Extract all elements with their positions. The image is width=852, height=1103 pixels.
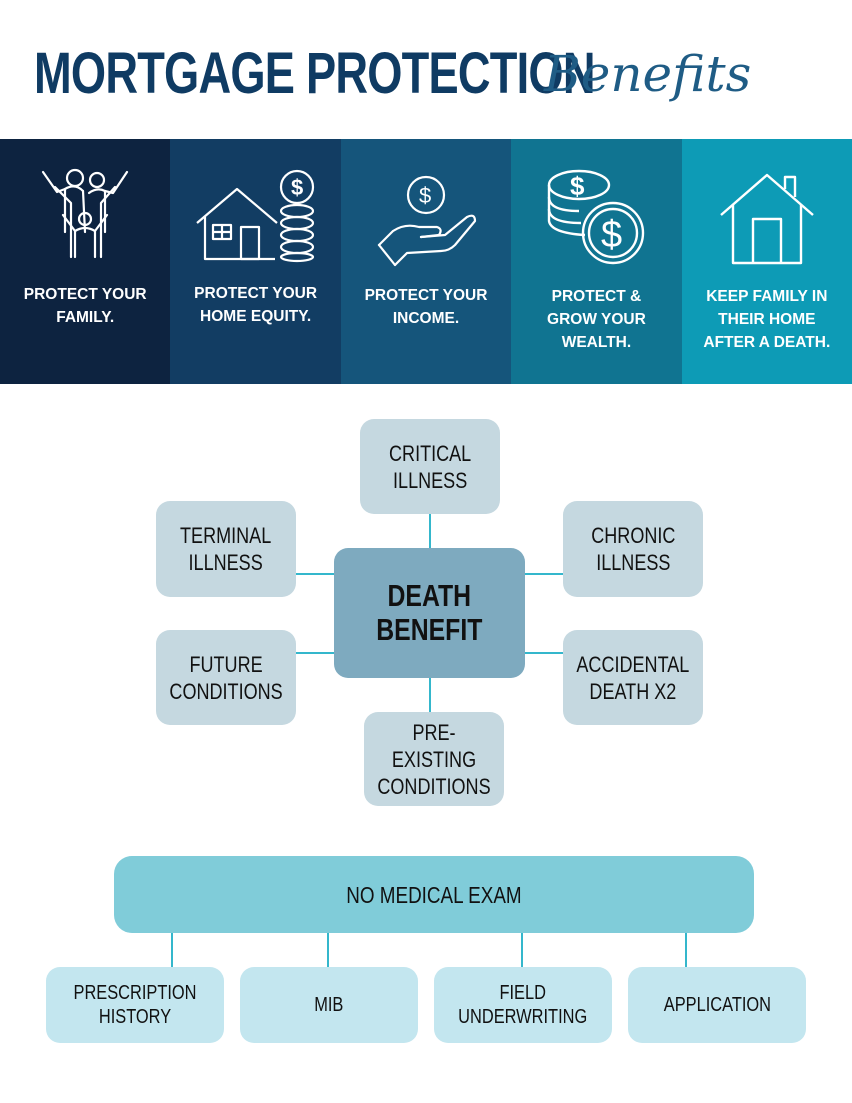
connector-prescription [171, 933, 173, 967]
node-future-label: FUTURE CONDITIONS [169, 651, 283, 704]
connector-field [521, 933, 523, 967]
benefit-label-home: KEEP FAMILY IN THEIR HOME AFTER A DEATH. [703, 288, 831, 351]
connector-application [685, 933, 687, 967]
benefit-label-wealth: PROTECT & GROW YOUR WEALTH. [547, 288, 646, 351]
exam-item-prescription: PRESCRIPTION HISTORY [46, 967, 224, 1043]
coins-icon: $ $ [548, 169, 645, 265]
node-preexisting-conditions: PRE-EXISTING CONDITIONS [364, 712, 504, 806]
hub-death-benefit: DEATH BENEFIT [334, 548, 525, 678]
svg-text:$: $ [291, 175, 303, 200]
exam-item-label: FIELD UNDERWRITING [458, 982, 588, 1028]
node-critical-illness: CRITICAL ILLNESS [360, 419, 500, 514]
exam-item-field-underwriting: FIELD UNDERWRITING [434, 967, 612, 1043]
node-terminal-label: TERMINAL ILLNESS [180, 523, 272, 575]
connector-accidental [525, 652, 563, 654]
exam-item-application: APPLICATION [628, 967, 806, 1043]
title-text: MORTGAGE PROTECTION [34, 41, 596, 106]
benefit-panel-wealth: $ $ PROTECT & GROW YOUR WEALTH. [511, 139, 682, 384]
exam-item-label: MIB [314, 994, 344, 1016]
no-exam-bar: NO MEDICAL EXAM [114, 856, 754, 933]
exam-item-label: PRESCRIPTION HISTORY [73, 982, 197, 1028]
node-future-conditions: FUTURE CONDITIONS [156, 630, 296, 725]
house-icon [720, 173, 814, 265]
connector-chronic [525, 573, 563, 575]
benefit-label-equity: PROTECT YOUR HOME EQUITY. [194, 285, 318, 325]
connector-future [296, 652, 334, 654]
node-critical-label: CRITICAL ILLNESS [388, 440, 472, 493]
page-title: MORTGAGE PROTECTION Benefits [34, 38, 753, 118]
connector-preexisting [429, 677, 431, 713]
benefits-band: PROTECT YOUR FAMILY. $ PROTECT YOUR HOME… [0, 139, 852, 384]
benefit-label-family: PROTECT YOUR FAMILY. [23, 286, 147, 326]
benefit-panel-income: $ PROTECT YOUR INCOME. [340, 139, 512, 384]
svg-text:$: $ [419, 183, 431, 208]
house-coins-icon: $ [195, 169, 314, 263]
hub-label: DEATH BENEFIT [376, 578, 483, 647]
title-script-word: Benefits [544, 45, 752, 103]
node-accidental-death: ACCIDENTAL DEATH X2 [563, 630, 703, 725]
benefit-panel-equity: $ PROTECT YOUR HOME EQUITY. [170, 139, 341, 384]
node-accidental-label: ACCIDENTAL DEATH X2 [576, 651, 690, 704]
svg-text:$: $ [570, 171, 585, 201]
connector-critical [429, 513, 431, 549]
no-exam-title: NO MEDICAL EXAM [346, 881, 522, 908]
svg-text:$: $ [601, 214, 622, 256]
exam-item-mib: MIB [240, 967, 418, 1043]
node-chronic-label: CHRONIC ILLNESS [590, 523, 676, 575]
exam-item-label: APPLICATION [663, 994, 771, 1016]
hand-dollar-icon: $ [377, 175, 477, 267]
benefit-panel-home: KEEP FAMILY IN THEIR HOME AFTER A DEATH. [681, 139, 852, 384]
node-chronic-illness: CHRONIC ILLNESS [563, 501, 703, 597]
benefit-label-income: PROTECT YOUR INCOME. [364, 287, 488, 327]
node-preexisting-label: PRE-EXISTING CONDITIONS [377, 719, 491, 799]
benefit-panel-family: PROTECT YOUR FAMILY. [0, 139, 171, 384]
connector-mib [327, 933, 329, 967]
family-icon [42, 168, 129, 259]
node-terminal-illness: TERMINAL ILLNESS [156, 501, 296, 597]
connector-terminal [296, 573, 334, 575]
